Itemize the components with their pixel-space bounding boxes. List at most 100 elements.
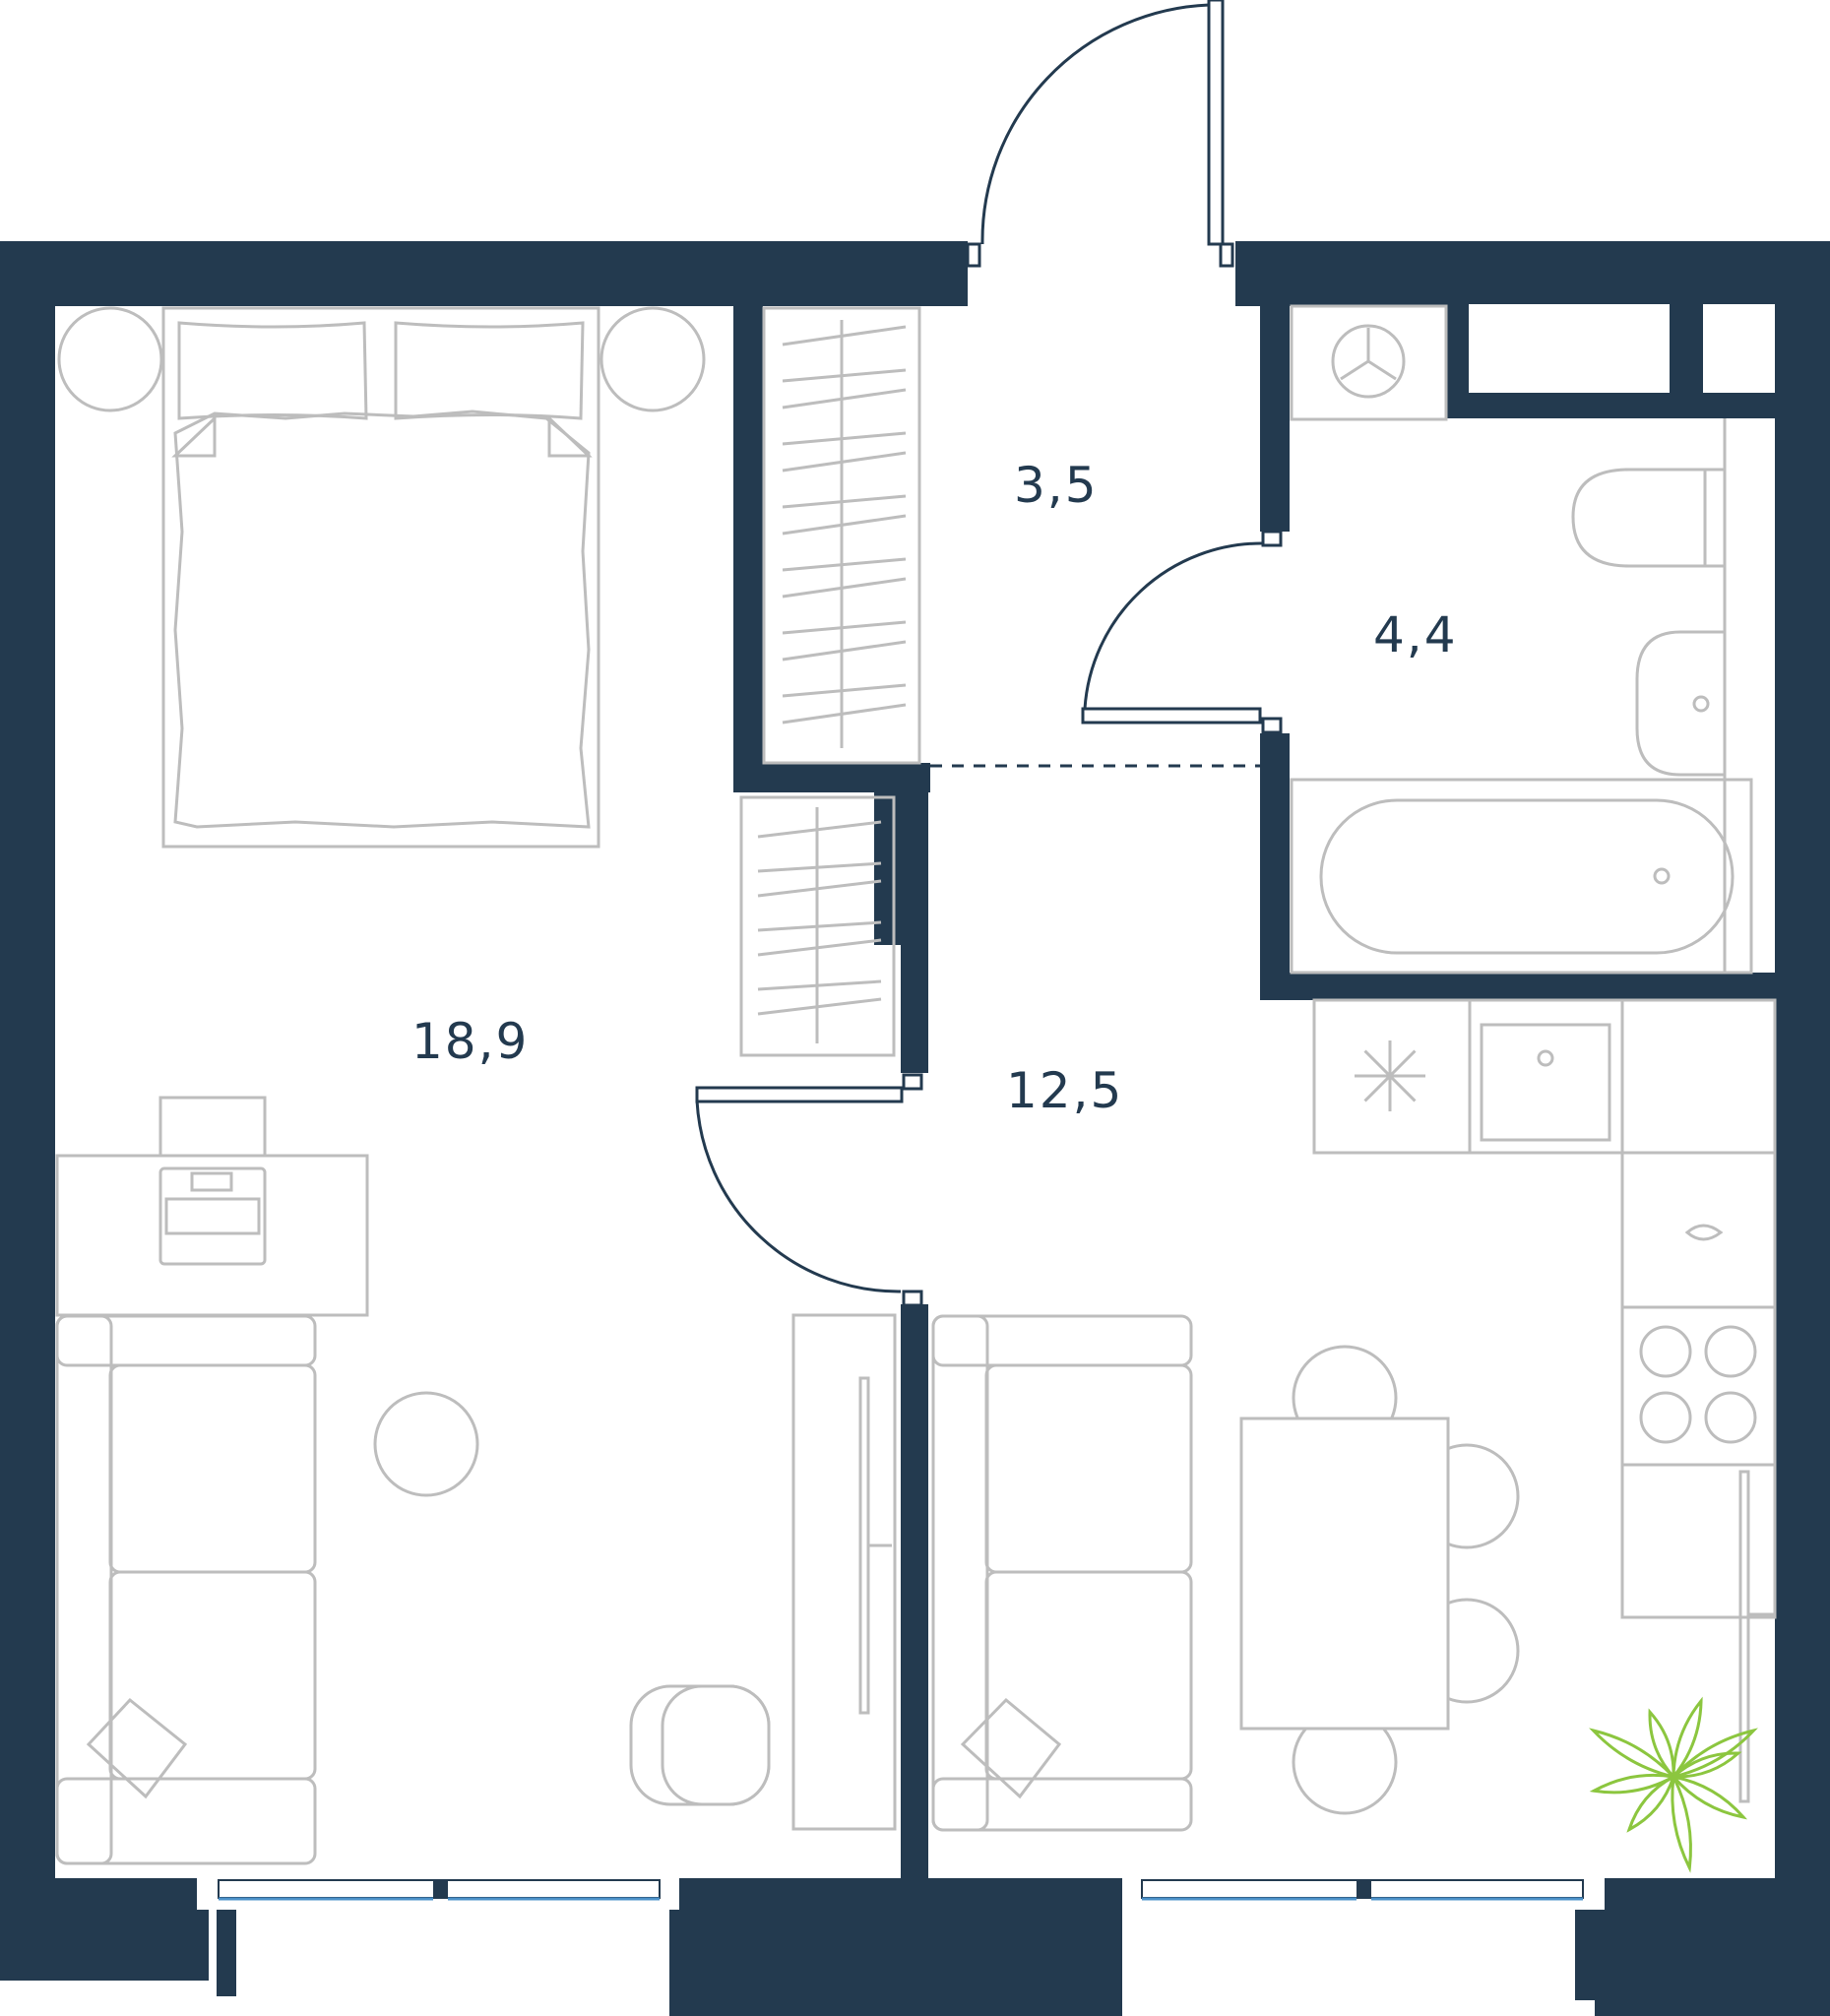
wall-bath-left-lower — [1260, 733, 1290, 999]
wall-left — [0, 241, 55, 1974]
desk-chair-back — [158, 1096, 267, 1159]
plant-leaf — [1589, 1773, 1678, 1795]
plant-leaf — [1672, 1696, 1703, 1782]
bedroom-wardrobe — [739, 795, 896, 1057]
wall-right — [1775, 241, 1830, 1974]
plant-leaf — [1669, 1774, 1748, 1820]
blanket-fold-right — [547, 414, 593, 458]
shaft-void-1 — [1469, 304, 1670, 393]
sink-drain — [1537, 1049, 1554, 1067]
cushion-pillow — [86, 1697, 188, 1799]
counter-stove — [1620, 1305, 1777, 1467]
plant-leaf — [1589, 1728, 1678, 1780]
sofa-arm-bottom — [55, 1777, 317, 1865]
pillow-right — [394, 321, 585, 420]
hanger — [757, 861, 882, 873]
wall-bottom-seg-5 — [669, 1902, 788, 2016]
tv-stand — [791, 1313, 897, 1831]
bath-sink — [1635, 630, 1727, 777]
faucet-icon — [1684, 1224, 1724, 1241]
kitchen-sofa-cushion-bottom — [984, 1570, 1193, 1781]
room-area-hallway: 3,5 — [1014, 457, 1099, 514]
bathroom-door-leaf — [1081, 707, 1262, 724]
hanger — [782, 388, 907, 410]
counter-fridge — [1620, 1463, 1777, 1619]
kitchen-furniture — [931, 998, 1777, 1873]
washing-machine — [1290, 304, 1448, 421]
hanger — [757, 979, 882, 991]
burner-2 — [1704, 1325, 1757, 1378]
bathroom-jamb-bottom — [1261, 717, 1283, 734]
shaft-void-2 — [1703, 304, 1775, 393]
room-area-bedroom: 18,9 — [411, 1013, 529, 1070]
plant-leaf — [1626, 1773, 1676, 1833]
bedroom-jamb-top — [902, 1073, 923, 1091]
bedroom-door-swing — [695, 1100, 902, 1293]
bathroom-furniture — [1290, 304, 1753, 975]
coffee-table — [373, 1391, 479, 1497]
armchair-seat — [661, 1684, 771, 1806]
toilet-bowl — [1571, 468, 1707, 568]
hanger — [757, 920, 882, 932]
kitchen-sofa-cushion-top — [984, 1363, 1193, 1574]
hanger — [782, 703, 907, 724]
plant-leaf — [1670, 1751, 1742, 1779]
bedroom-door-leaf — [695, 1086, 904, 1103]
wall-bedroom-kitchen-upper — [901, 945, 928, 1073]
wall-bedroom-kitchen-lower — [901, 1304, 928, 1905]
counter-corner — [1620, 998, 1777, 1155]
bedroom-jamb-bottom — [902, 1290, 923, 1307]
bedroom-opening — [898, 1073, 931, 1304]
entrance-opening — [968, 241, 1235, 306]
hanger — [782, 577, 907, 598]
hanger — [782, 325, 907, 346]
room-area-bathroom: 4,4 — [1373, 606, 1458, 663]
kitchen-sofa-arm-bottom — [931, 1777, 1193, 1832]
window-bedroom-mullion — [433, 1880, 448, 1898]
entrance-jamb-right — [1219, 242, 1234, 268]
dining-table — [1239, 1417, 1450, 1731]
wm-line-3 — [1367, 359, 1397, 381]
sofa-arm-top — [55, 1314, 317, 1367]
burner-4 — [1704, 1391, 1757, 1444]
wall-bath-bottom — [1260, 973, 1830, 1000]
counter-faucet — [1620, 1151, 1777, 1309]
hanger — [782, 640, 907, 662]
sofa-cushion-bottom — [108, 1570, 317, 1781]
hanger — [782, 451, 907, 472]
pillow-left — [177, 321, 368, 420]
wall-bath-left-upper — [1260, 300, 1290, 532]
entrance-door-swing — [980, 3, 1210, 245]
wall-bottom-left-edge — [0, 1878, 209, 1981]
bathtub-basin — [1319, 798, 1735, 955]
bedroom-wardrobe-hangers — [757, 820, 882, 1016]
hanger — [757, 879, 882, 898]
entrance-jamb-left — [966, 242, 981, 268]
wall-wardrobe-2 — [874, 763, 928, 945]
wall-top-left — [0, 241, 968, 306]
wall-top-right — [1235, 241, 1830, 306]
hanger — [782, 514, 907, 536]
desk — [55, 1154, 369, 1317]
hanger — [757, 820, 882, 839]
bathtub-drain — [1653, 867, 1671, 885]
plant-leaf — [1671, 1771, 1692, 1873]
counter-sink-cabinet — [1468, 998, 1624, 1155]
plant-leaf — [1669, 1728, 1758, 1780]
laptop-keyboard — [164, 1197, 261, 1235]
nightstand-left — [57, 306, 163, 412]
star-ray — [1363, 1049, 1417, 1102]
blanket — [173, 410, 591, 829]
kitchen-sofa-arm-top — [931, 1314, 1193, 1367]
laptop — [158, 1166, 267, 1266]
wm-line-2 — [1340, 359, 1369, 381]
tv — [858, 1376, 870, 1715]
bathroom-opening — [1257, 532, 1293, 733]
sink — [1480, 1023, 1611, 1142]
kitchen-sofa-back — [931, 1314, 989, 1832]
toilet-tank — [1703, 468, 1727, 568]
sofa-back — [55, 1314, 113, 1865]
sofa-cushion-top — [108, 1363, 317, 1574]
blanket-fold-left — [171, 414, 217, 458]
